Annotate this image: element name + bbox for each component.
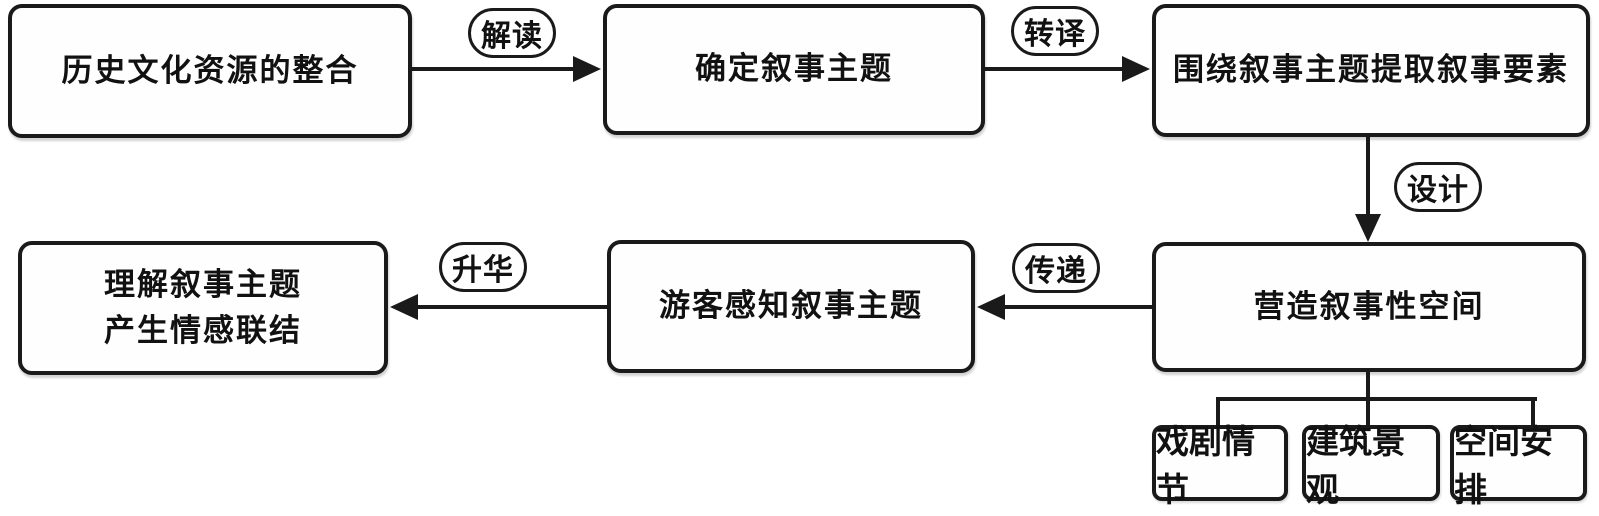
tree-stub-right-line	[1531, 397, 1535, 425]
node-label: 历史文化资源的整合	[61, 52, 359, 88]
tree-branch-horizontal-line	[1216, 397, 1537, 401]
node-create-narrative-space: 营造叙事性空间	[1152, 242, 1586, 372]
edge-label-translate: 转译	[1011, 6, 1099, 56]
node-understand-theme-emotional-bond: 理解叙事主题 产生情感联结	[18, 241, 388, 375]
node-historical-culture-integration: 历史文化资源的整合	[8, 4, 412, 138]
edge-label-text: 传递	[1025, 255, 1087, 288]
node-dramatic-plot: 戏剧情节	[1152, 423, 1288, 508]
node-label-line1: 理解叙事主题	[104, 266, 302, 302]
node-label: 空间安排	[1454, 423, 1553, 508]
arrow-design-line	[1366, 137, 1370, 216]
edge-label-interpret: 解读	[468, 8, 556, 58]
edge-label-text: 设计	[1407, 174, 1469, 207]
tree-trunk-line	[1366, 370, 1370, 401]
arrow-translate-line	[985, 67, 1124, 71]
edge-label-text: 升华	[452, 254, 514, 287]
edge-label-transmit: 传递	[1012, 243, 1100, 293]
edge-label-text: 转译	[1024, 18, 1086, 51]
arrowhead-right-icon	[573, 56, 601, 82]
tree-stub-left-line	[1216, 397, 1220, 425]
arrowhead-down-icon	[1355, 214, 1381, 242]
arrow-interpret-line	[412, 67, 577, 71]
node-architectural-landscape: 建筑景观	[1302, 423, 1440, 508]
arrowhead-left-icon	[390, 294, 418, 320]
node-label: 确定叙事主题	[695, 51, 893, 87]
node-label: 戏剧情节	[1156, 423, 1255, 508]
node-label: 围绕叙事主题提取叙事要素	[1173, 52, 1569, 88]
node-tourists-perceive-theme: 游客感知叙事主题	[607, 240, 975, 373]
arrow-transmit-line	[1005, 305, 1152, 309]
arrow-sublimate-line	[418, 305, 607, 309]
tree-stub-middle-line	[1366, 397, 1370, 425]
edge-label-sublimate: 升华	[439, 242, 527, 292]
node-spatial-arrangement: 空间安排	[1450, 423, 1587, 508]
node-label: 建筑景观	[1306, 423, 1405, 508]
edge-label-design: 设计	[1394, 162, 1482, 212]
edge-label-text: 解读	[481, 20, 543, 53]
node-extract-narrative-elements: 围绕叙事主题提取叙事要素	[1152, 4, 1590, 137]
node-label: 游客感知叙事主题	[659, 288, 923, 324]
arrowhead-right-icon	[1122, 56, 1150, 82]
node-label-line2: 产生情感联结	[104, 313, 302, 348]
arrowhead-left-icon	[977, 294, 1005, 320]
node-determine-narrative-theme: 确定叙事主题	[603, 4, 985, 135]
node-label: 营造叙事性空间	[1253, 288, 1485, 324]
